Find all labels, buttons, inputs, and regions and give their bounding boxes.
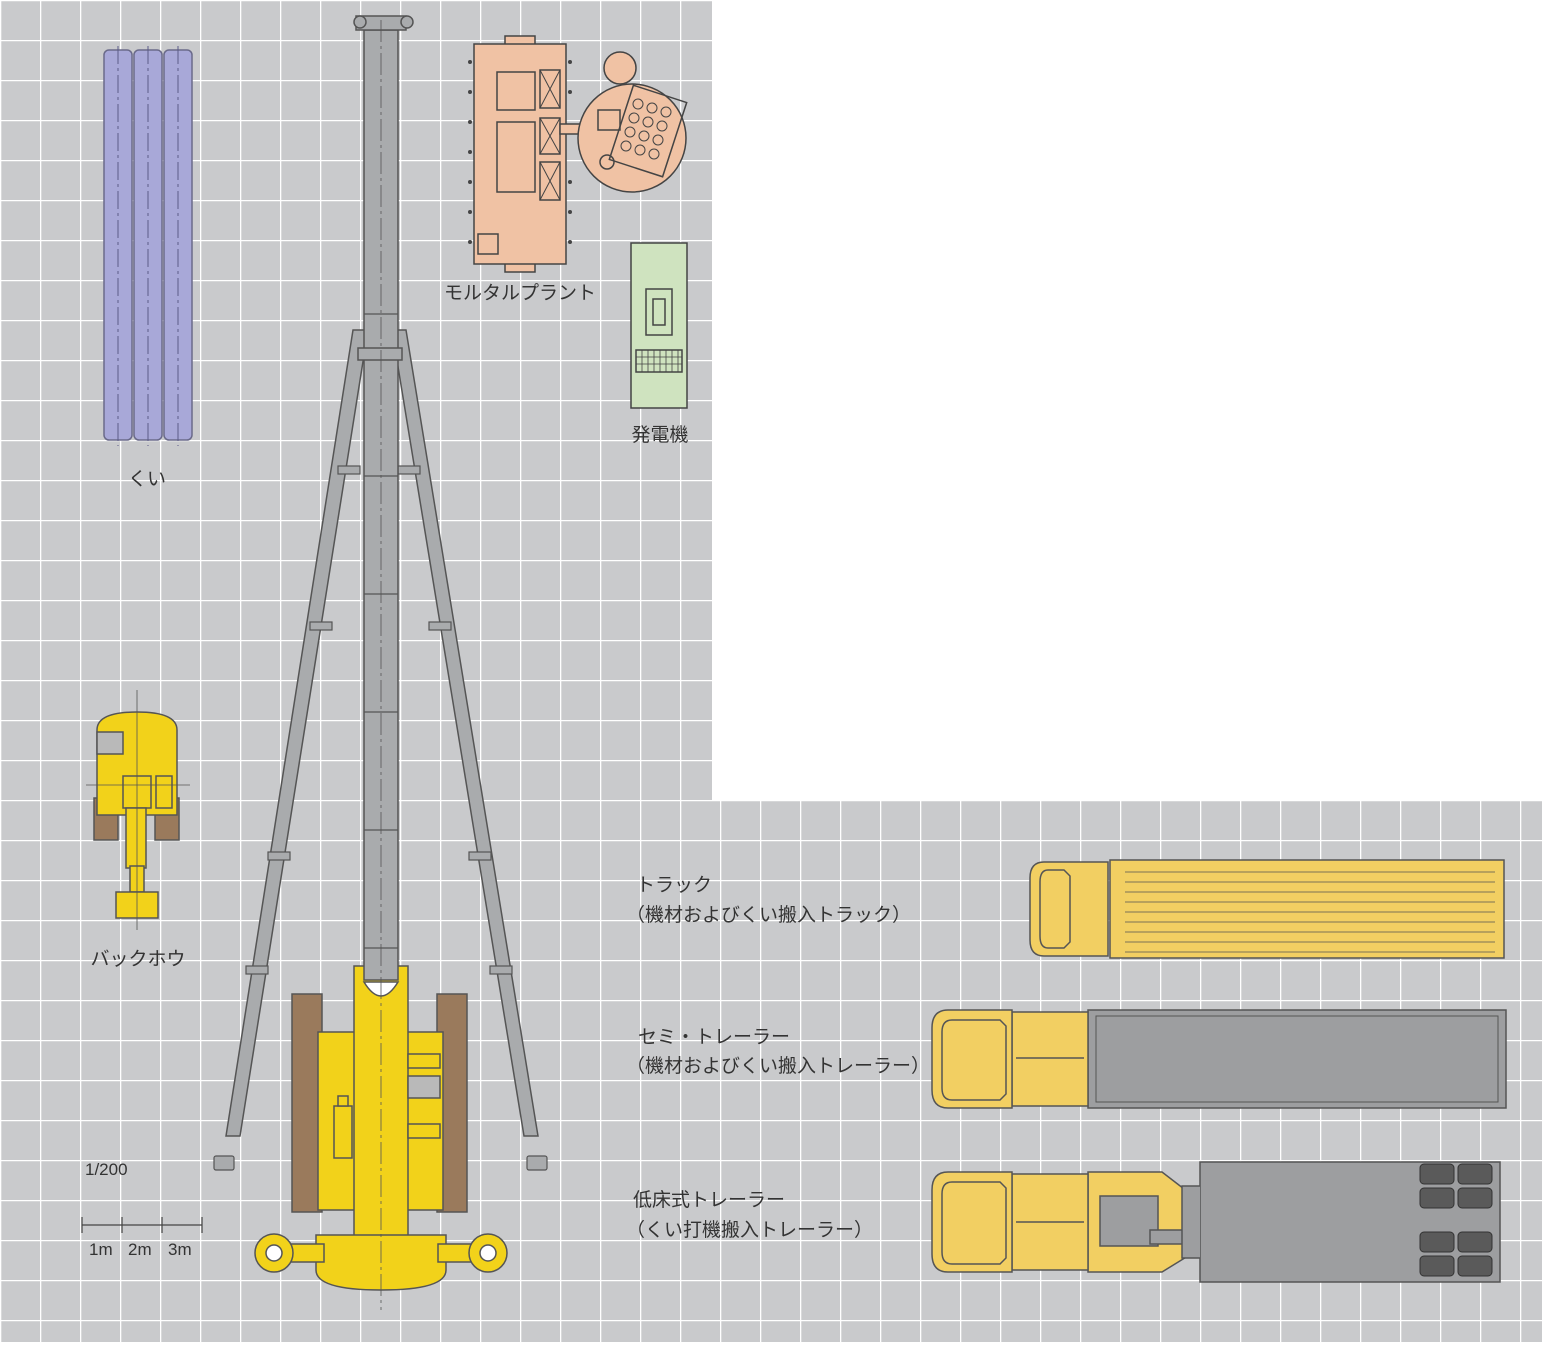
backhoe-label: バックホウ: [90, 948, 186, 970]
backhoe-drawing: [86, 690, 190, 930]
scale-ratio: 1/200: [85, 1160, 128, 1179]
lowbed-trailer-note: （くい打機搬入トレーラー）: [626, 1219, 874, 1241]
generator-drawing: [630, 242, 688, 409]
truck-note: （機材およびくい搬入トラック）: [626, 904, 912, 926]
piles-drawing: [103, 46, 193, 446]
scale-tick-2m: 2m: [128, 1240, 152, 1259]
generator-label: 発電機: [631, 424, 689, 446]
scale-tick-3m: 3m: [168, 1240, 192, 1259]
scale-tick-1m: 1m: [89, 1240, 113, 1259]
semi-trailer-note: （機材およびくい搬入トレーラー）: [626, 1055, 931, 1077]
pile-driver-drawing: [213, 15, 548, 1310]
semi-trailer-label: セミ・トレーラー: [638, 1026, 791, 1048]
truck-drawing: [1029, 859, 1505, 959]
mortar-plant-label: モルタルプラント: [443, 282, 597, 304]
truck-label: トラック: [636, 874, 713, 896]
semi-trailer-drawing: [931, 1009, 1507, 1109]
piles-label: くい: [127, 468, 167, 490]
lowbed-trailer-label: 低床式トレーラー: [633, 1189, 786, 1211]
mortar-plant-drawing: [468, 35, 688, 273]
scale-bar: [81, 1217, 203, 1233]
lowbed-trailer-drawing: [931, 1161, 1501, 1283]
